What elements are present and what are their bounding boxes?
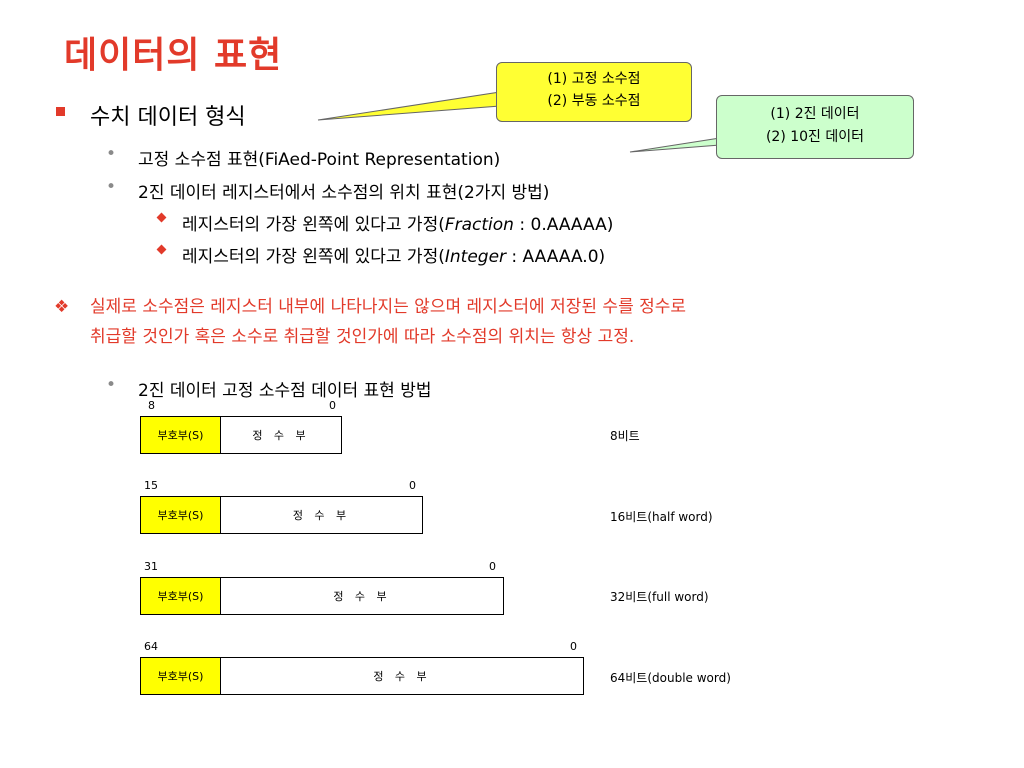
register-size-label: 8비트 [610,429,640,443]
register-high-bit: 31 [144,560,158,573]
sub-bullet-italic: Fraction [444,215,514,235]
register-low-bit: 0 [489,560,496,573]
diamond-bullet-icon [156,212,167,223]
yellow-callout-pointer [317,91,501,121]
register-16bit: 부호부(S) 정 수 부 [140,496,423,534]
bullet-binary-register: • 2진 데이터 레지스터에서 소수점의 위치 표현(2가지 방법) [106,177,550,203]
bullet-text: 고정 소수점 표현(FiAed-Point Representation) [138,150,501,170]
register-32bit: 부호부(S) 정 수 부 [140,577,504,615]
square-bullet-icon [56,107,65,116]
callout-line: (2) 10진 데이터 [765,129,865,145]
sub-bullet-suffix: : AAAAA.0) [506,247,606,267]
register-low-bit: 0 [329,399,336,412]
sub-bullet-integer: 레지스터의 가장 왼쪽에 있다고 가정(Integer : AAAAA.0) [156,242,606,267]
sub-bullet-prefix: 레지스터의 가장 왼쪽에 있다고 가정( [182,247,445,267]
register-high-bit: 15 [144,479,158,492]
diamond-cluster-icon: ❖ [54,297,70,317]
dot-bullet-icon: • [106,144,117,164]
bullet-text: 2진 데이터 레지스터에서 소수점의 위치 표현(2가지 방법) [138,183,550,203]
sub-bullet-prefix: 레지스터의 가장 왼쪽에 있다고 가정( [182,215,445,235]
dot-bullet-icon: • [106,177,117,197]
bullet-method: • 2진 데이터 고정 소수점 데이터 표현 방법 [106,375,432,401]
bullet-fixed-point: • 고정 소수점 표현(FiAed-Point Representation) [106,144,501,170]
integer-field: 정 수 부 [292,509,351,522]
callout-binary-decimal: (1) 2진 데이터 (2) 10진 데이터 [716,95,914,159]
page-title: 데이터의 표현 [64,35,283,76]
register-64bit: 부호부(S) 정 수 부 [140,657,584,695]
sub-bullet-suffix: : 0.AAAAA) [513,215,614,235]
register-high-bit: 8 [148,399,155,412]
register-8bit: 부호부(S) 정 수 부 [140,416,342,454]
callout-line: (2) 부동 소수점 [547,93,641,109]
sign-field: 부호부(S) [141,417,221,453]
heading-text: 수치 데이터 형식 [90,105,246,130]
sign-field: 부호부(S) [141,497,221,533]
register-low-bit: 0 [409,479,416,492]
integer-field: 정 수 부 [252,429,310,442]
note-line: 실제로 소수점은 레지스터 내부에 나타나지는 않으며 레지스터에 저장된 수를… [90,297,687,317]
sub-bullet-fraction: 레지스터의 가장 왼쪽에 있다고 가정(Fraction : 0.AAAAA) [156,210,614,235]
sign-field: 부호부(S) [141,658,221,694]
register-size-label: 64비트(double word) [610,671,731,685]
callout-fixed-floating: (1) 고정 소수점 (2) 부동 소수점 [496,62,692,122]
integer-field: 정 수 부 [333,590,391,603]
register-high-bit: 64 [144,640,158,653]
diamond-bullet-icon [156,244,167,255]
callout-line: (1) 2진 데이터 [770,106,860,122]
note-line: 취급할 것인가 혹은 소수로 취급할 것인가에 따라 소수점의 위치는 항상 고… [90,327,635,347]
sub-bullet-italic: Integer [444,247,507,267]
register-low-bit: 0 [570,640,577,653]
sign-field: 부호부(S) [141,578,221,614]
dot-bullet-icon: • [106,375,117,395]
integer-field: 정 수 부 [373,670,431,683]
callout-line: (1) 고정 소수점 [547,71,641,87]
bullet-text: 2진 데이터 고정 소수점 데이터 표현 방법 [138,381,432,401]
green-callout-pointer [629,137,721,153]
register-size-label: 16비트(half word) [610,510,713,524]
register-size-label: 32비트(full word) [610,590,709,604]
